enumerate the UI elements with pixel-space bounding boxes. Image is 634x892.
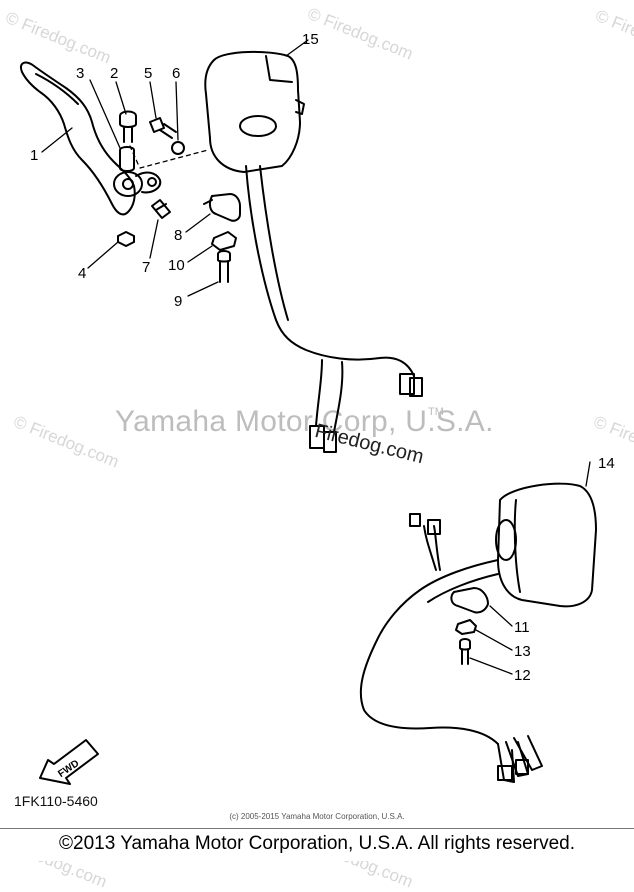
footer-bar	[0, 828, 634, 861]
part-label-13: 13	[514, 643, 531, 660]
clutch-lever-part-1	[20, 61, 162, 216]
part-label-9: 9	[174, 293, 182, 310]
watermark-center-tm: TM	[428, 406, 444, 418]
clutch-switch-part-8	[203, 193, 241, 222]
locknut-part-4	[117, 231, 135, 247]
part-label-8: 8	[174, 227, 182, 244]
exploded-parts-diagram: 1 2 3 4 5 6 7 8 9 10 11 12 13 14 15 FWD	[20, 31, 615, 785]
fwd-arrow-icon	[39, 739, 99, 785]
bolt-part-2	[119, 110, 137, 143]
part-label-11: 11	[514, 619, 530, 636]
connector-upper-left	[309, 425, 337, 453]
screw-part-5	[149, 117, 177, 139]
cable-upper	[245, 165, 415, 377]
part-label-2: 2	[110, 65, 118, 82]
part-label-3: 3	[76, 65, 84, 82]
part-label-12: 12	[514, 667, 531, 684]
part-label-15: 15	[302, 31, 319, 48]
part-label-14: 14	[598, 455, 615, 472]
connector-upper-right	[399, 373, 423, 397]
screw-part-12	[459, 638, 471, 665]
part-label-7: 7	[142, 259, 150, 276]
small-copyright: (c) 2005-2015 Yamaha Motor Corporation, …	[229, 812, 405, 821]
connector-lower-left	[409, 513, 441, 535]
part-label-10: 10	[168, 257, 185, 274]
switch-part-11	[450, 587, 489, 614]
watermark-center-text: Yamaha Motor Corp, U.S.A.	[115, 405, 494, 438]
handlebar-switch-right-part-14	[495, 482, 597, 608]
part-label-4: 4	[78, 265, 86, 282]
screw-part-9	[217, 250, 231, 283]
nut-part-6	[171, 141, 185, 155]
connector-lower-right	[497, 735, 543, 783]
adjuster-part-7	[151, 199, 171, 219]
collar-part-3	[119, 146, 135, 172]
part-label-5: 5	[144, 65, 152, 82]
plate-part-10	[211, 231, 237, 251]
plate-part-13	[455, 619, 477, 635]
handlebar-switch-left-part-15	[204, 50, 305, 173]
part-label-6: 6	[172, 65, 180, 82]
footer-copyright: ©2013 Yamaha Motor Corporation, U.S.A. A…	[59, 833, 575, 854]
cable-lower	[359, 559, 499, 745]
diagram-code: 1FK110-5460	[14, 793, 98, 809]
part-label-1: 1	[30, 147, 38, 164]
